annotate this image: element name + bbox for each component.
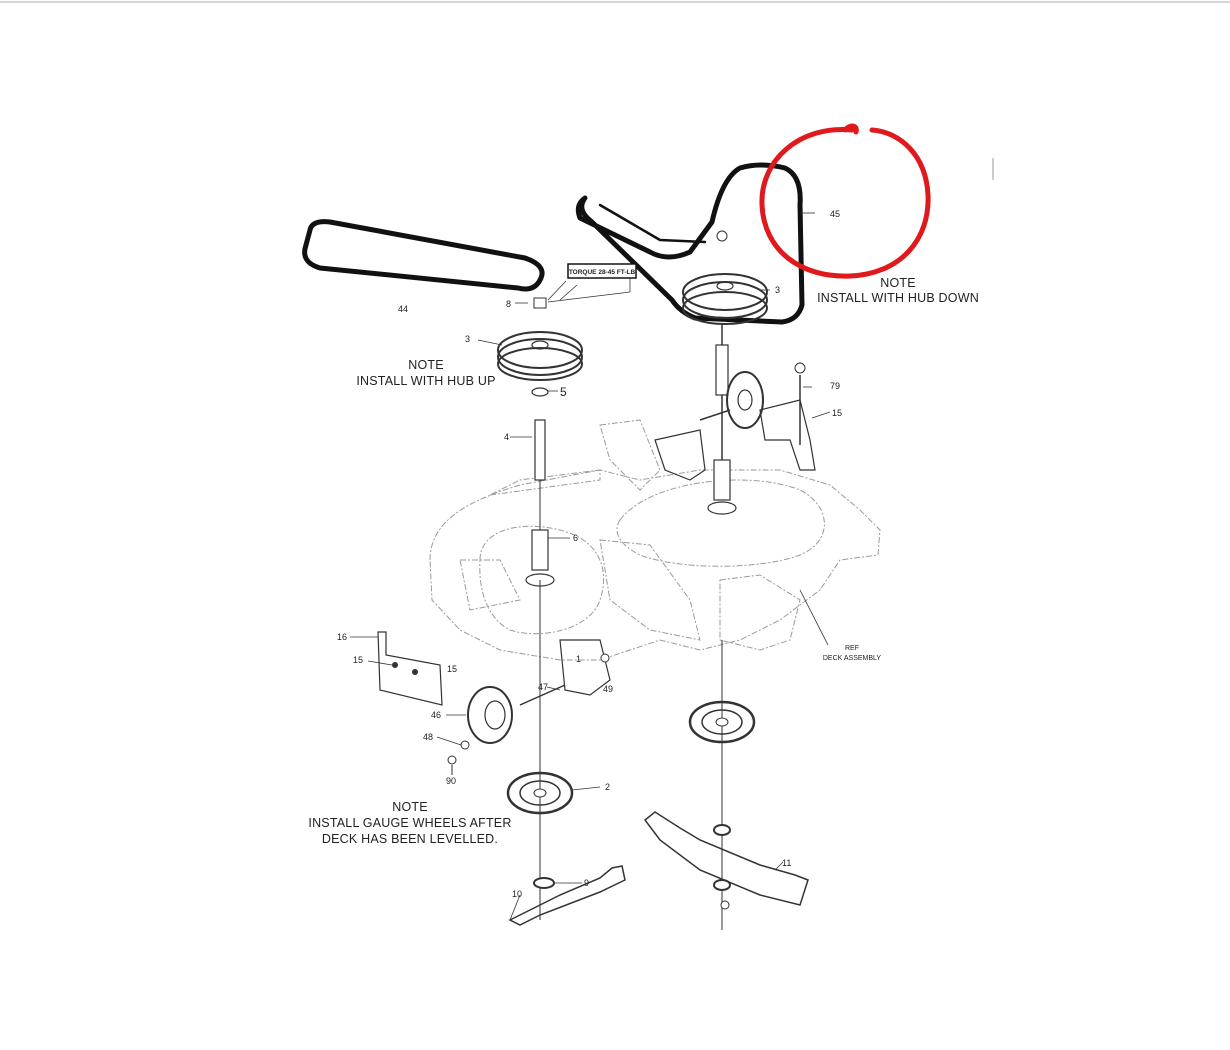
idler-assembly [654, 362, 816, 481]
callout-15-left: 15 [353, 655, 363, 665]
note-hub-down-title: NOTE [880, 276, 916, 290]
note-gauge-line2: DECK HAS BEEN LEVELLED. [322, 832, 498, 846]
callout-8: 8 [506, 299, 511, 309]
callout-90: 90 [446, 776, 456, 786]
note-hub-down-text: INSTALL WITH HUB DOWN [817, 291, 979, 305]
callout-6: 6 [573, 533, 578, 543]
note-hub-up-title: NOTE [408, 358, 444, 372]
left-spindle [525, 387, 555, 920]
left-pulley [497, 297, 583, 381]
callout-5: 5 [560, 385, 567, 399]
callout-2: 2 [605, 782, 610, 792]
note-gauge-line1: INSTALL GAUGE WHEELS AFTER [308, 816, 511, 830]
deck-ref-label: REF DECK ASSEMBLY [823, 645, 882, 662]
deck-ref-line2: DECK ASSEMBLY [823, 655, 882, 662]
callout-3-right: 3 [775, 285, 780, 295]
red-circle-annotation [759, 127, 931, 279]
belt-44 [302, 219, 545, 292]
note-hub-up-text: INSTALL WITH HUB UP [356, 374, 495, 388]
callout-16: 16 [337, 632, 347, 642]
belt-45-inner [598, 203, 707, 244]
torque-label-box: TORQUE 28-45 FT-LB [547, 263, 637, 303]
callout-49: 49 [603, 684, 613, 694]
leader-lines [350, 212, 831, 921]
blade-right [643, 811, 809, 910]
belt-45 [575, 162, 805, 325]
callout-79: 79 [830, 381, 840, 391]
callout-11: 11 [782, 858, 791, 868]
deck-assembly-outline [429, 419, 881, 661]
callout-1: 1 [576, 654, 581, 664]
callout-47: 47 [538, 682, 548, 692]
callout-15-left2: 15 [447, 664, 457, 674]
pivot-bracket [559, 639, 611, 696]
red-circle-tail [842, 123, 859, 135]
callout-45: 45 [830, 209, 840, 219]
note-hub-down: NOTE INSTALL WITH HUB DOWN [817, 276, 979, 305]
callout-44: 44 [398, 304, 408, 314]
note-gauge-title: NOTE [392, 800, 428, 814]
callout-48: 48 [423, 732, 433, 742]
callout-10: 10 [512, 889, 522, 899]
callout-15-right: 15 [832, 408, 842, 418]
callout-46: 46 [431, 710, 441, 720]
blade-left [508, 865, 626, 926]
fan-left [506, 771, 574, 815]
callout-numbers: 44 45 8 3 3 5 4 6 79 15 16 15 15 46 48 9… [337, 209, 842, 899]
torque-label: TORQUE 28-45 FT-LB [569, 269, 636, 276]
gauge-wheel [447, 684, 566, 775]
left-bracket [377, 631, 443, 706]
fan-right [688, 700, 756, 744]
note-gauge-wheels: NOTE INSTALL GAUGE WHEELS AFTER DECK HAS… [308, 800, 511, 846]
deck-ref-line1: REF [845, 645, 859, 652]
note-hub-up: NOTE INSTALL WITH HUB UP [356, 358, 495, 388]
right-pulley [682, 230, 768, 325]
callout-3-left: 3 [465, 334, 470, 344]
callout-9: 9 [584, 878, 589, 888]
callout-4: 4 [504, 432, 509, 442]
